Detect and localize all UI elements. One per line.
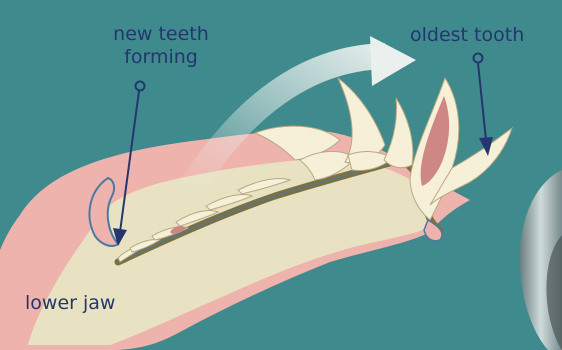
oldest-tooth-pointer [474, 54, 494, 157]
metal-ring-decoration [520, 170, 562, 350]
new-teeth-label-line2: forming [100, 46, 222, 69]
lower-jaw-label: lower jaw [25, 292, 115, 315]
new-teeth-label: new teeth forming [100, 23, 222, 69]
new-teeth-label-line1: new teeth [100, 23, 222, 46]
oldest-tooth-label: oldest tooth [410, 24, 524, 47]
